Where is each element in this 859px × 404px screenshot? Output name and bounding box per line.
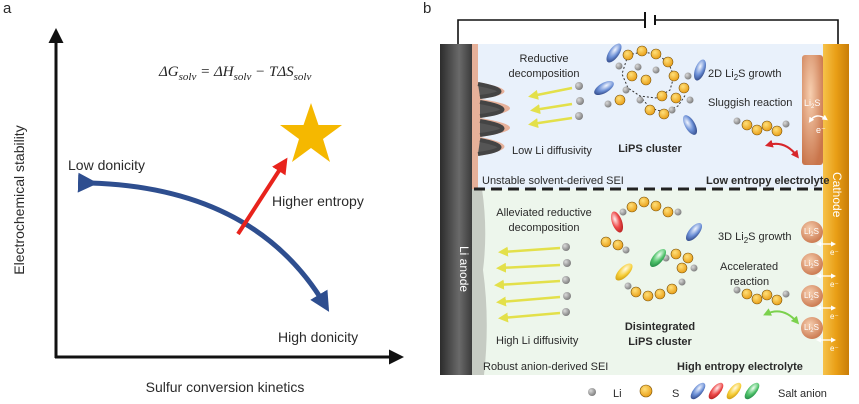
panel-a-label: a: [3, 0, 12, 17]
li2s-particle-labels: Li2S Li2S Li2S Li2S: [804, 227, 819, 334]
disintegrated-line-2: LiPS cluster: [628, 336, 692, 348]
legend-blue-anion-icon: [690, 382, 706, 400]
bottom-half: Alleviated reductive decomposition High …: [483, 196, 839, 373]
star-icon: [280, 103, 342, 162]
legend-red-anion-icon: [708, 382, 724, 400]
robust-sei-layer: [470, 189, 487, 375]
sluggish-arrow: [764, 139, 799, 159]
higher-entropy-label: Higher entropy: [272, 193, 364, 209]
sluggish-label: Sluggish reaction: [708, 97, 792, 109]
legend-yellow-anion-icon: [726, 382, 742, 400]
growth-2d-label: 2D Li2S growth: [708, 68, 782, 82]
accelerated-line-1: Accelerated: [720, 261, 778, 273]
top-li-ions: [575, 82, 584, 120]
panel-a: a Electrochemical stability Sulfur conve…: [3, 0, 404, 395]
li2s-film-label: Li2S: [804, 98, 820, 110]
disintegrated-line-1: Disintegrated: [625, 321, 695, 333]
donicity-curve: [77, 172, 330, 312]
lips-cluster-label: LiPS cluster: [618, 143, 682, 155]
electron-arrow-top: [808, 114, 828, 123]
alleviated-line-1: Alleviated reductive: [496, 207, 591, 219]
svg-text:Li2S: Li2S: [804, 227, 819, 238]
legend-li-icon: [588, 388, 596, 396]
high-donicity-label: High donicity: [278, 329, 358, 345]
low-donicity-label: Low donicity: [68, 157, 145, 173]
reductive-line-2: decomposition: [509, 68, 580, 80]
alleviated-line-2: decomposition: [509, 222, 580, 234]
entropy-arrow: [236, 157, 288, 236]
y-axis-label: Electrochemical stability: [11, 125, 27, 274]
legend-green-anion-icon: [744, 382, 760, 400]
reductive-line-1: Reductive: [520, 53, 569, 65]
high-li-diffusivity: High Li diffusivity: [496, 335, 579, 347]
li2s-particles: [801, 221, 823, 339]
svg-text:Li2S: Li2S: [804, 323, 819, 334]
bottom-ion-arrows: [494, 246, 561, 323]
disintegrated-cluster: [600, 196, 703, 302]
bottom-li-ions: [562, 243, 571, 316]
low-entropy-label: Low entropy electrolyte: [706, 175, 829, 187]
high-entropy-label: High entropy electrolyte: [677, 361, 803, 373]
accelerated-arrow: [763, 308, 800, 325]
electron-arrows-bottom: [815, 241, 837, 343]
anode-label: Li anode: [457, 246, 471, 292]
svg-text:e⁻: e⁻: [830, 344, 839, 353]
unstable-sei-label: Unstable solvent-derived SEI: [482, 175, 624, 187]
growth-3d-label: 3D Li2S growth: [718, 231, 792, 245]
lips-cluster: [594, 43, 707, 135]
bottom-s-chain: [733, 286, 790, 306]
svg-text:Li2S: Li2S: [804, 259, 819, 270]
svg-text:Li2S: Li2S: [804, 291, 819, 302]
li-anode: [440, 44, 472, 375]
top-ion-arrows: [528, 86, 573, 129]
legend: Li S Salt anion: [588, 382, 827, 400]
li2s-film: [802, 55, 823, 165]
electron-labels-bottom: e⁻ e⁻ e⁻ e⁻: [830, 248, 839, 353]
cathode: [823, 44, 849, 375]
low-entropy-region: [470, 44, 826, 189]
top-s-chain: [733, 117, 790, 137]
robust-sei-label: Robust anion-derived SEI: [483, 361, 608, 373]
lithium-dendrites: [477, 82, 505, 156]
svg-text:e⁻: e⁻: [830, 280, 839, 289]
cathode-label: Cathode: [830, 172, 844, 218]
top-half: Reductive decomposition Low Li diffusivi…: [482, 43, 829, 187]
svg-text:e⁻: e⁻: [830, 312, 839, 321]
legend-s-label: S: [672, 388, 679, 400]
panel-b: b Li anode Cathode Reductive decompositi…: [423, 0, 849, 400]
legend-salt-anion-label: Salt anion: [778, 388, 827, 400]
x-axis-label: Sulfur conversion kinetics: [146, 379, 305, 395]
external-circuit: [457, 12, 839, 44]
accelerated-line-2: reaction: [730, 276, 769, 288]
legend-s-icon: [639, 384, 653, 398]
svg-text:e⁻: e⁻: [830, 248, 839, 257]
entropy-equation: ΔGsolv = ΔHsolv − TΔSsolv: [158, 64, 311, 83]
electron-label-top: e⁻: [816, 125, 826, 135]
low-li-diffusivity: Low Li diffusivity: [512, 145, 592, 157]
legend-li-label: Li: [613, 388, 622, 400]
panel-b-label: b: [423, 0, 431, 17]
